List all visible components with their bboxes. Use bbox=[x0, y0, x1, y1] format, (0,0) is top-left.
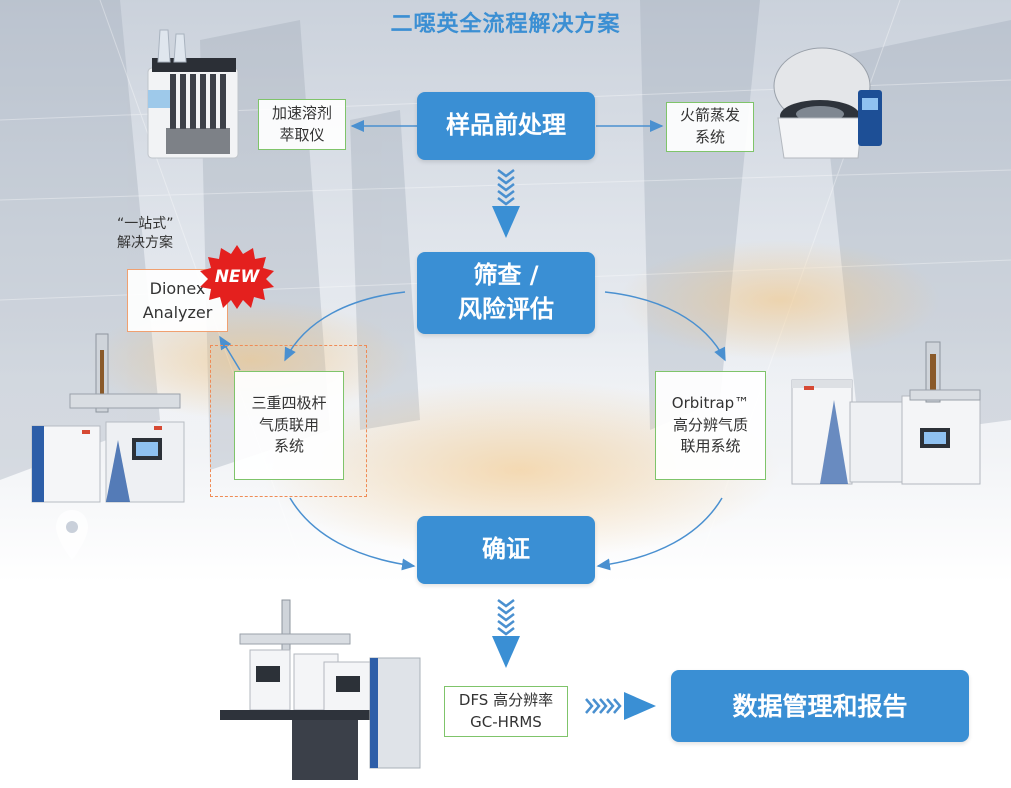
new-badge-label: NEW bbox=[214, 267, 260, 287]
sample-prep-node: 样品前处理 bbox=[417, 92, 595, 160]
right-arrowhead bbox=[624, 692, 656, 720]
rocket-box: 火箭蒸发 系统 bbox=[666, 102, 754, 152]
sample-prep-label: 样品前处理 bbox=[446, 111, 566, 140]
data-report-label: 数据管理和报告 bbox=[732, 691, 908, 721]
arc-orbitrap-to-confirm bbox=[596, 497, 723, 571]
arc-screen-to-orbitrap bbox=[604, 291, 726, 362]
ase-instrument-icon bbox=[147, 29, 239, 159]
orbitrap-box: Orbitrap™ 高分辨气质 联用系统 bbox=[655, 371, 766, 480]
down-arrowhead-2 bbox=[492, 636, 520, 668]
arc-screen-to-tsq bbox=[284, 291, 406, 362]
confirm-node: 确证 bbox=[417, 516, 595, 584]
down-arrowhead-1 bbox=[492, 206, 520, 238]
data-report-node: 数据管理和报告 bbox=[671, 670, 969, 742]
new-badge: NEW bbox=[198, 244, 276, 310]
one-stop-dashed-frame bbox=[210, 345, 367, 497]
one-stop-note: “一站式” 解决方案 bbox=[117, 216, 174, 251]
gc-msms-instrument-icon bbox=[31, 333, 185, 503]
new-badge-starburst bbox=[200, 245, 274, 309]
arc-tsq-to-confirm bbox=[289, 497, 416, 571]
dfs-box: DFS 高分辨率 GC-HRMS bbox=[444, 686, 568, 737]
rocket-evaporator-icon bbox=[773, 47, 882, 159]
chevron-down-arrow-1 bbox=[497, 169, 515, 206]
orbitrap-gc-ms-icon bbox=[791, 341, 981, 485]
confirm-label: 确证 bbox=[482, 535, 530, 564]
dionex-box: Dionex Analyzer bbox=[127, 269, 228, 332]
ase-box: 加速溶剂 萃取仪 bbox=[258, 99, 346, 150]
arrow-to-dionex bbox=[219, 335, 241, 371]
page-title: 二噁英全流程解决方案 bbox=[390, 12, 621, 37]
tsq-box: 三重四极杆 气质联用 系统 bbox=[234, 371, 344, 480]
location-pin-icon bbox=[56, 510, 88, 560]
chevron-right-arrow bbox=[585, 698, 622, 714]
screening-label: 筛查 / 风险评估 bbox=[458, 261, 554, 323]
screening-node: 筛查 / 风险评估 bbox=[417, 252, 595, 334]
dfs-hrms-instrument-icon bbox=[220, 599, 421, 780]
chevron-down-arrow-2 bbox=[497, 599, 515, 636]
